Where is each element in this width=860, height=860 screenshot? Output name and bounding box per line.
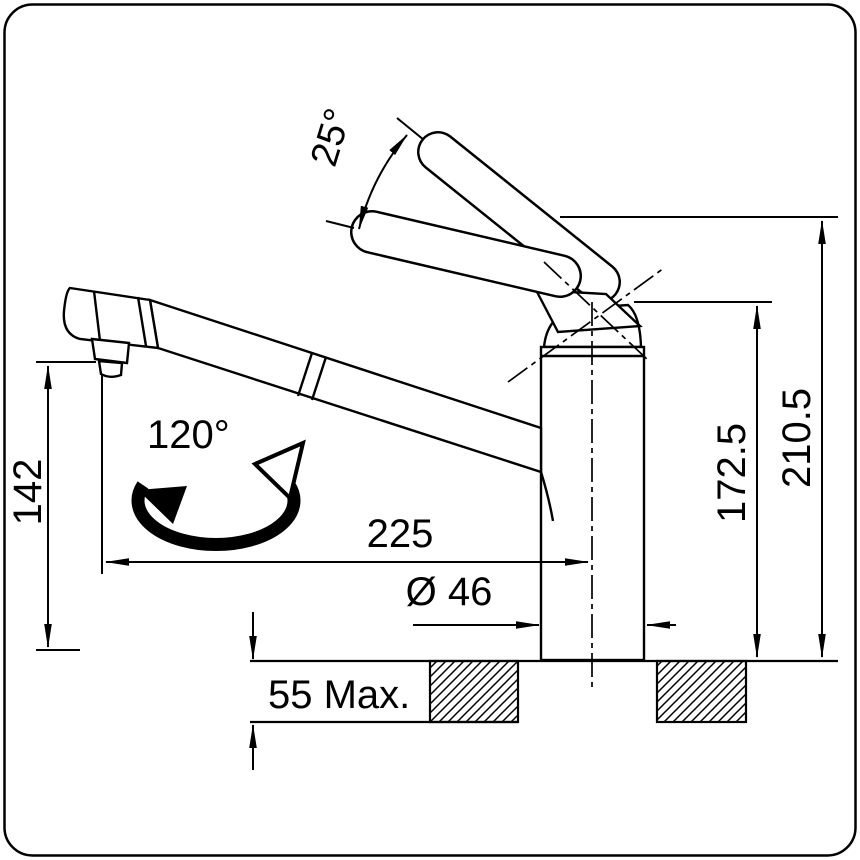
spout-joint-line-1 [296, 352, 314, 397]
dimension-labels: 25° 142 120° 225 Ø 46 172.5 210.5 55 Max… [6, 104, 819, 717]
lever-handle [350, 210, 582, 298]
dim-lever-angle [325, 117, 425, 230]
dim-spout-reach [101, 374, 589, 574]
swivel-rotation-icon [131, 439, 306, 551]
dimensions [36, 117, 838, 770]
lever-base-cone [533, 288, 643, 334]
joint-axis-line-1 [507, 267, 665, 383]
dim-overall-height [560, 216, 838, 658]
joint-axis-line-2 [543, 261, 649, 361]
countertop-section [250, 659, 838, 724]
spout-joint-line-2 [310, 356, 328, 401]
label-spout-height: 172.5 [710, 423, 754, 523]
spray-head-joint-line [136, 296, 148, 347]
label-spout-reach: 225 [367, 512, 434, 556]
spray-head-grip-line [92, 290, 102, 342]
label-outlet-height: 142 [6, 459, 50, 526]
rotation-arrowhead-filled [138, 486, 187, 524]
dim-outlet-height [36, 361, 96, 651]
countertop-hatch-left [428, 659, 520, 724]
label-deck-thickness: 55 Max. [268, 673, 410, 717]
spray-head [62, 286, 160, 350]
rotation-arc [131, 481, 301, 551]
label-overall-height: 210.5 [775, 388, 819, 488]
spout-fairing [539, 471, 555, 522]
countertop-hatch-right [655, 659, 748, 724]
spray-outlet [90, 337, 131, 365]
rotation-arrowhead-outline [251, 439, 306, 502]
label-body-diameter: Ø 46 [406, 570, 493, 614]
label-swivel-angle: 120° [147, 413, 230, 457]
centerlines [507, 261, 665, 692]
dim-spout-height [634, 301, 772, 658]
